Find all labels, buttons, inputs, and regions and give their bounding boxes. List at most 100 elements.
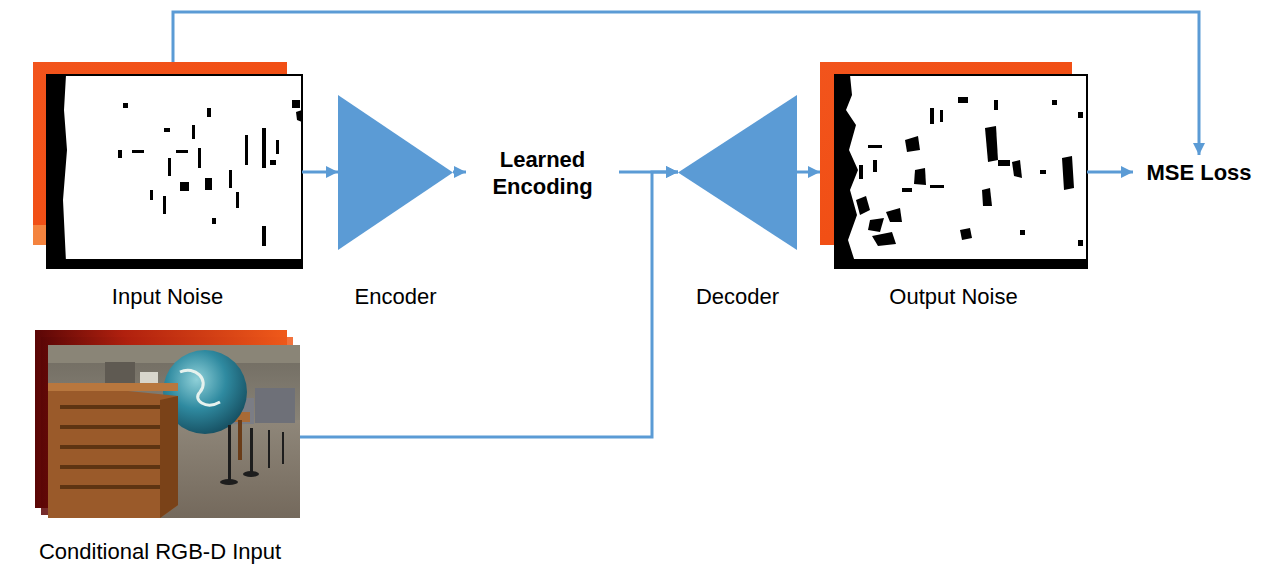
- triangle-shape: [338, 95, 453, 250]
- rgb-photo: [60, 465, 160, 469]
- noise-mask: [296, 110, 302, 122]
- rgb-photo: [60, 425, 160, 429]
- caption: Conditional RGB-D Input: [39, 539, 281, 565]
- rgb-photo: [60, 445, 160, 449]
- rgb-photo: [180, 370, 220, 405]
- triangle-shape: [338, 95, 453, 250]
- noise-mask: [1040, 170, 1046, 174]
- flow-arrow: [797, 171, 820, 174]
- flow-arrow: [453, 171, 466, 174]
- rgb-photo: [282, 432, 284, 464]
- caption: Output Noise: [889, 284, 1017, 310]
- triangle-shape: [678, 95, 797, 250]
- rgb-photo: [243, 471, 259, 477]
- noise-mask: [47, 75, 302, 268]
- noise-mask: [212, 218, 216, 224]
- noise-mask: [168, 158, 171, 176]
- noise-mask: [868, 145, 882, 148]
- noise-mask: [940, 110, 943, 122]
- rgb-photo: [238, 420, 242, 460]
- noise-mask: [930, 185, 944, 188]
- noise-mask: [47, 75, 67, 262]
- noise-mask: [262, 128, 266, 168]
- noise-mask: [859, 165, 863, 179]
- flow-arrow: [173, 12, 1199, 155]
- noise-mask: [229, 170, 232, 188]
- noise-mask: [902, 188, 912, 192]
- noise-mask: [835, 259, 1087, 268]
- rgb-photo: [255, 388, 295, 423]
- noise-mask: [835, 75, 1087, 268]
- noise-mask: [868, 218, 884, 232]
- bold-label: MSE Loss: [1146, 159, 1251, 186]
- rgb-photo: [105, 362, 135, 384]
- loss-label: MSE Loss: [1133, 155, 1265, 190]
- noise-mask: [47, 259, 302, 268]
- noise-mask: [1078, 112, 1083, 118]
- noise-mask: [1062, 156, 1074, 190]
- noise-mask: [930, 108, 934, 124]
- rgb-photo: [48, 383, 178, 518]
- noise-mask: [998, 160, 1010, 166]
- rgb-photo: [220, 479, 238, 485]
- noise-mask: [1078, 240, 1083, 246]
- noise-mask: [205, 178, 212, 190]
- noise-mask: [207, 108, 211, 117]
- image-panel: Conditional RGB-D Input: [20, 330, 300, 565]
- noise-mask: [292, 100, 300, 108]
- noise-mask: [1020, 230, 1025, 235]
- noise-mask: [873, 160, 877, 172]
- rgb-photo: [250, 428, 253, 473]
- noise-mask: [163, 196, 166, 214]
- noise-mask: [270, 160, 276, 165]
- rgb-photo: [60, 405, 160, 409]
- noise-mask: [905, 136, 920, 152]
- noise-mask: [118, 150, 122, 158]
- noise-mask: [262, 226, 266, 246]
- noise-mask: [960, 228, 972, 240]
- noise-mask: [886, 208, 902, 222]
- noise-mask: [856, 196, 870, 215]
- noise-mask: [914, 168, 926, 185]
- triangle-shape: [678, 95, 797, 250]
- rgb-photo: [160, 396, 178, 518]
- rgb-photo: [48, 345, 300, 518]
- noise-mask: [1052, 100, 1057, 105]
- noise-mask: [132, 150, 144, 153]
- noise-mask: [982, 188, 992, 206]
- noise-mask: [985, 126, 998, 162]
- flow-arrow: [302, 171, 338, 174]
- caption: Encoder: [355, 284, 437, 310]
- noise-mask: [164, 128, 170, 132]
- noise-mask: [835, 75, 858, 262]
- noise-mask: [236, 192, 239, 208]
- noise-mask: [835, 75, 1087, 268]
- rgb-photo: [60, 485, 160, 489]
- noise-mask: [872, 232, 896, 246]
- noise-mask: [994, 100, 998, 110]
- noise-mask: [1012, 160, 1022, 178]
- rgb-photo: [268, 430, 270, 468]
- noise-mask: [180, 182, 189, 191]
- encoder-block: Encoder: [338, 95, 453, 310]
- noise-mask: [192, 125, 195, 139]
- noise-mask: [245, 135, 248, 165]
- noise-mask: [150, 190, 153, 200]
- rgb-photo: [48, 383, 178, 391]
- noise-mask: [276, 140, 279, 154]
- noise-mask: [123, 103, 128, 108]
- rgb-photo: [48, 345, 300, 518]
- caption: Input Noise: [112, 284, 223, 310]
- noise-mask: [958, 97, 968, 103]
- noise-mask: [47, 75, 302, 268]
- rgb-photo: [48, 345, 300, 363]
- noise-mask: [176, 150, 188, 153]
- image-panel: Input Noise: [33, 62, 302, 310]
- flow-arrow: [1087, 171, 1133, 174]
- image-panel: Output Noise: [820, 62, 1087, 310]
- bold-label: Learned Encoding: [466, 146, 619, 200]
- noise-mask: [198, 148, 201, 168]
- encoding-label: Learned Encoding: [466, 135, 619, 210]
